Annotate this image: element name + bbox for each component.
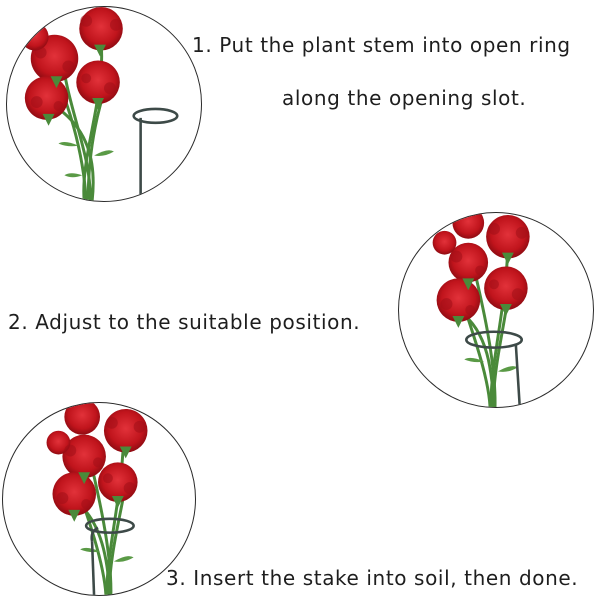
plant-stake-ring-icon (432, 213, 530, 407)
step3-illustration (2, 402, 196, 596)
step2-text: 2. Adjust to the suitable position. (8, 310, 361, 334)
step2-illustration (398, 212, 594, 408)
carnation-bouquet-icon (46, 403, 148, 595)
step1-illustration (6, 6, 202, 202)
step1-text-line2: along the opening slot. (282, 86, 527, 110)
carnation-bouquet-icon (20, 7, 179, 201)
step1-text-line1: 1. Put the plant stem into open ring (192, 33, 571, 57)
step3-text: 3. Insert the stake into soil, then done… (166, 566, 579, 590)
